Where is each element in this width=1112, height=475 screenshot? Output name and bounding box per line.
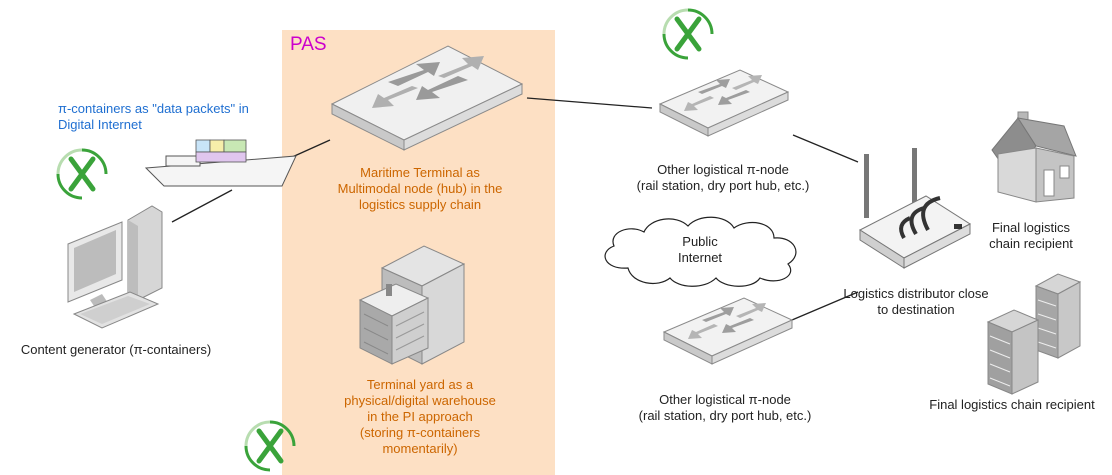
recipient-house-label: Final logistics chain recipient <box>989 220 1073 251</box>
distributor-label: Logistics distributor close to destinati… <box>843 286 989 317</box>
recipient-building-label: Final logistics chain recipient <box>929 397 1095 412</box>
cloud-icon <box>604 216 797 287</box>
content-generator-label: Content generator (π-containers) <box>20 342 212 357</box>
pas-label: PAS <box>290 34 327 55</box>
packets-caption: π-containers as "data packets" in Digita… <box>58 101 249 132</box>
ship-icon <box>144 139 297 187</box>
node-switch-icon <box>658 69 790 137</box>
link-distributor-node <box>791 291 859 321</box>
maritime-terminal-label: Maritime Terminal as Multimodal node (hu… <box>337 165 503 212</box>
house-icon <box>991 111 1077 203</box>
office-buildings-icon <box>986 273 1082 395</box>
link-generator-ship <box>171 189 233 223</box>
terminal-switch-icon <box>330 45 524 151</box>
x-logo-icon <box>662 8 714 60</box>
link-ship-terminal <box>289 139 331 159</box>
terminal-yard-label: Terminal yard as a physical/digital ware… <box>344 377 496 456</box>
x-logo-icon <box>244 420 296 472</box>
public-internet-label: Public Internet <box>677 234 723 265</box>
link-node-distributor <box>792 134 859 163</box>
link-terminal-node <box>526 97 653 109</box>
wifi-router-icon <box>858 148 972 269</box>
other-node-bottom-label: Other logistical π-node (rail station, d… <box>638 392 812 423</box>
x-logo-icon <box>56 148 108 200</box>
other-node-top-label: Other logistical π-node (rail station, d… <box>636 162 810 193</box>
warehouse-icon <box>358 245 466 365</box>
computer-icon <box>67 205 163 329</box>
node-switch-icon <box>662 297 794 365</box>
